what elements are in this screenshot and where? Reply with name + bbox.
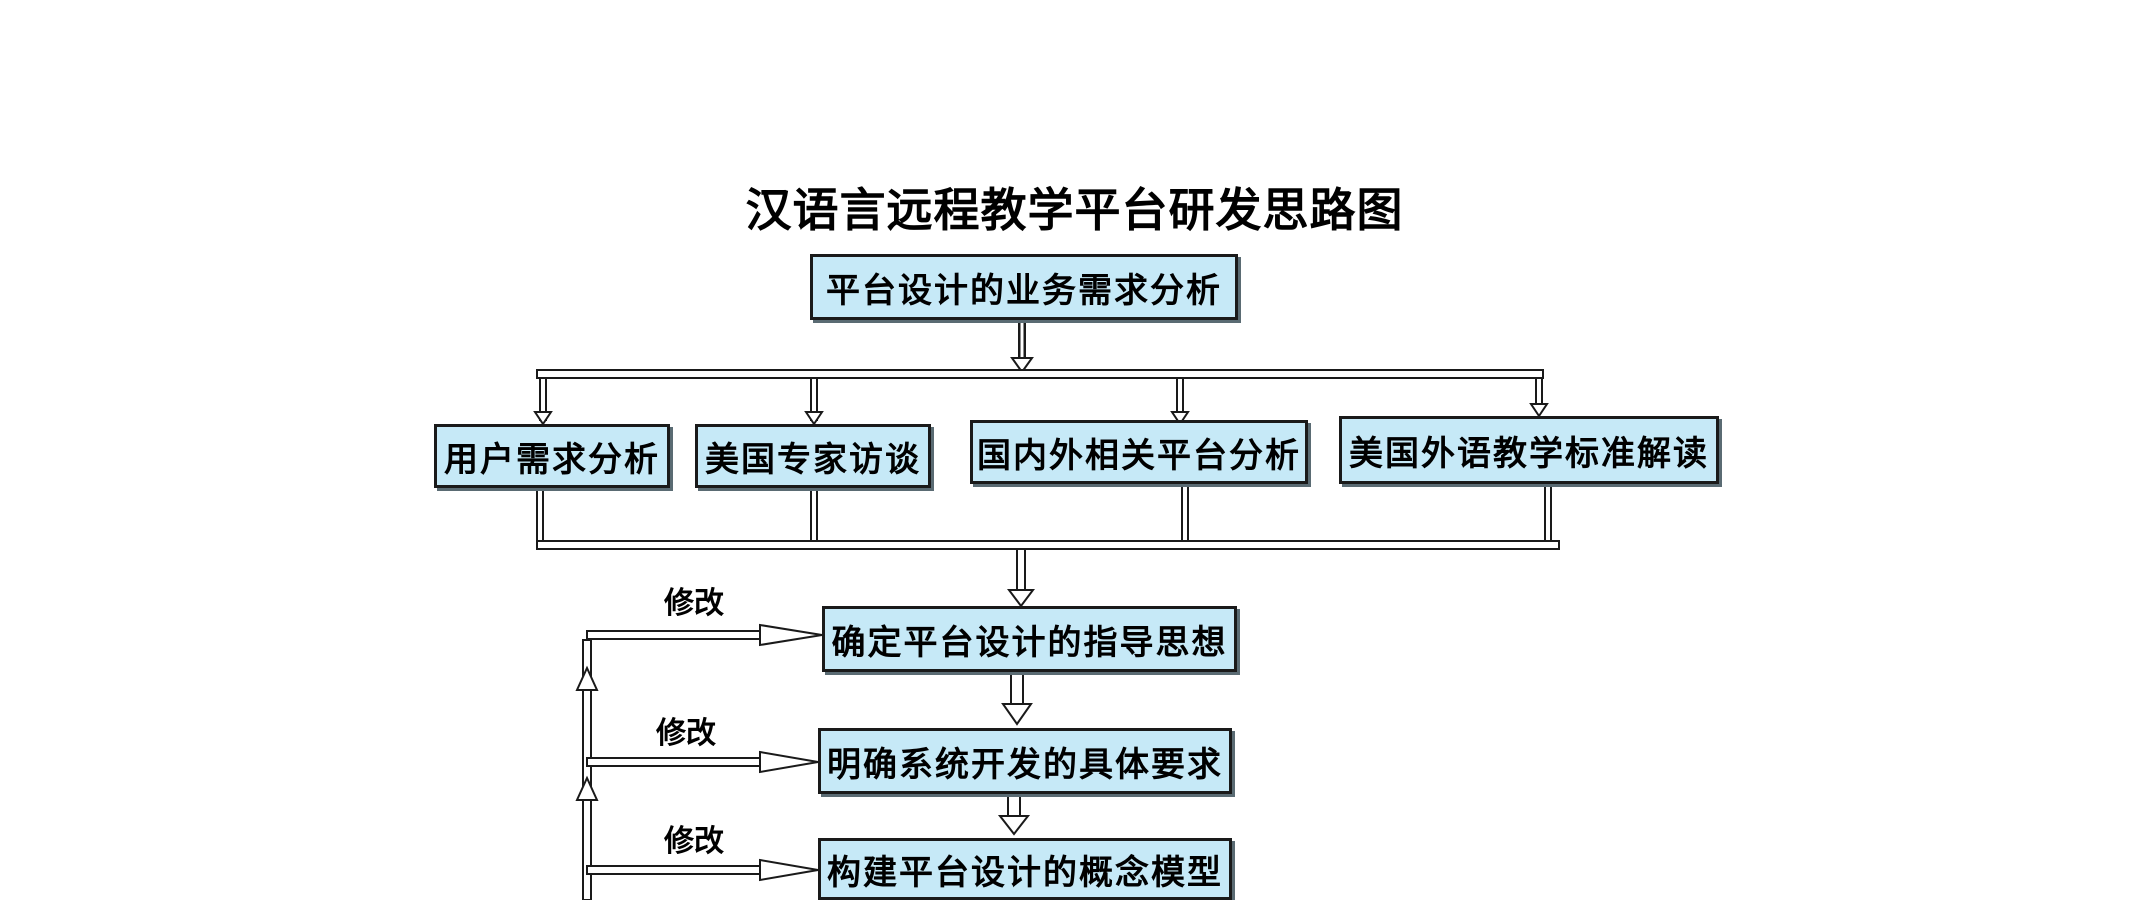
feedback-riser <box>575 639 599 900</box>
diagram-title: 汉语言远程教学平台研发思路图 <box>745 183 1404 237</box>
node-requirements: 明确系统开发的具体要求 <box>818 728 1232 794</box>
arrow-requirements-to-concept <box>997 793 1031 836</box>
risers-to-lower-bus <box>536 483 1552 549</box>
feedback-label-1: 修改 <box>664 586 724 621</box>
arrow-top-to-bus <box>1010 320 1034 374</box>
feedback-arrow-3 <box>586 858 819 882</box>
node-standards-review: 美国外语教学标准解读 <box>1339 416 1719 484</box>
feedback-label-2: 修改 <box>656 716 716 751</box>
upper-bus <box>536 369 1544 379</box>
node-us-experts: 美国专家访谈 <box>695 424 931 488</box>
node-concept-model: 构建平台设计的概念模型 <box>818 838 1232 900</box>
feedback-arrow-1 <box>586 623 823 647</box>
arrow-bus-to-guiding <box>1007 548 1035 608</box>
drops-to-analysis <box>533 377 1549 426</box>
node-platforms-review: 国内外相关平台分析 <box>970 420 1308 484</box>
node-business-analysis: 平台设计的业务需求分析 <box>810 254 1238 320</box>
feedback-arrow-2 <box>586 750 819 774</box>
lower-bus <box>536 540 1560 550</box>
arrow-guiding-to-requirements <box>1001 671 1033 726</box>
node-user-needs: 用户需求分析 <box>434 424 670 488</box>
node-guiding-ideas: 确定平台设计的指导思想 <box>822 606 1237 672</box>
feedback-label-3: 修改 <box>664 824 724 859</box>
